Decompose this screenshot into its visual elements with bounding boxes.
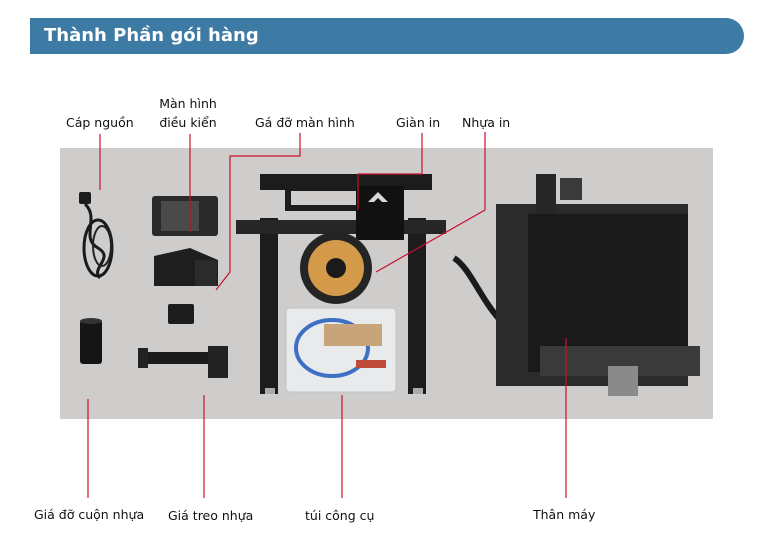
section-header: Thành Phần gói hàng (30, 18, 744, 54)
label-screen-mount: Gá đỡ màn hình (255, 115, 355, 130)
main-body-icon (496, 174, 700, 396)
components-illustration (79, 174, 700, 396)
tool-bag-icon (285, 307, 397, 393)
label-screen-line2: điều kiển (159, 115, 217, 130)
label-spool-hanger: Giá treo nhựa (168, 508, 254, 523)
small-bracket-icon (168, 304, 194, 324)
label-power-cable: Cáp nguồn (66, 115, 134, 130)
label-main-body: Thân máy (533, 507, 596, 522)
section-title: Thành Phần gói hàng (44, 25, 259, 46)
power-cable-icon (79, 192, 114, 280)
cable-bundle-icon (452, 255, 503, 323)
label-screen-line1: Màn hình (159, 96, 217, 111)
label-tool-bag: túi công cụ (305, 508, 375, 523)
product-photo (60, 148, 713, 419)
label-gantry: Giàn in (396, 115, 441, 130)
label-spool-holder: Giá đỡ cuộn nhựa (34, 507, 145, 522)
label-filament: Nhựa in (462, 115, 511, 130)
screen-mount-icon (154, 248, 218, 286)
spool-hanger-icon (138, 346, 228, 378)
filament-spool-icon (300, 232, 372, 304)
spool-holder-icon (80, 318, 102, 364)
control-screen-icon (152, 196, 218, 236)
